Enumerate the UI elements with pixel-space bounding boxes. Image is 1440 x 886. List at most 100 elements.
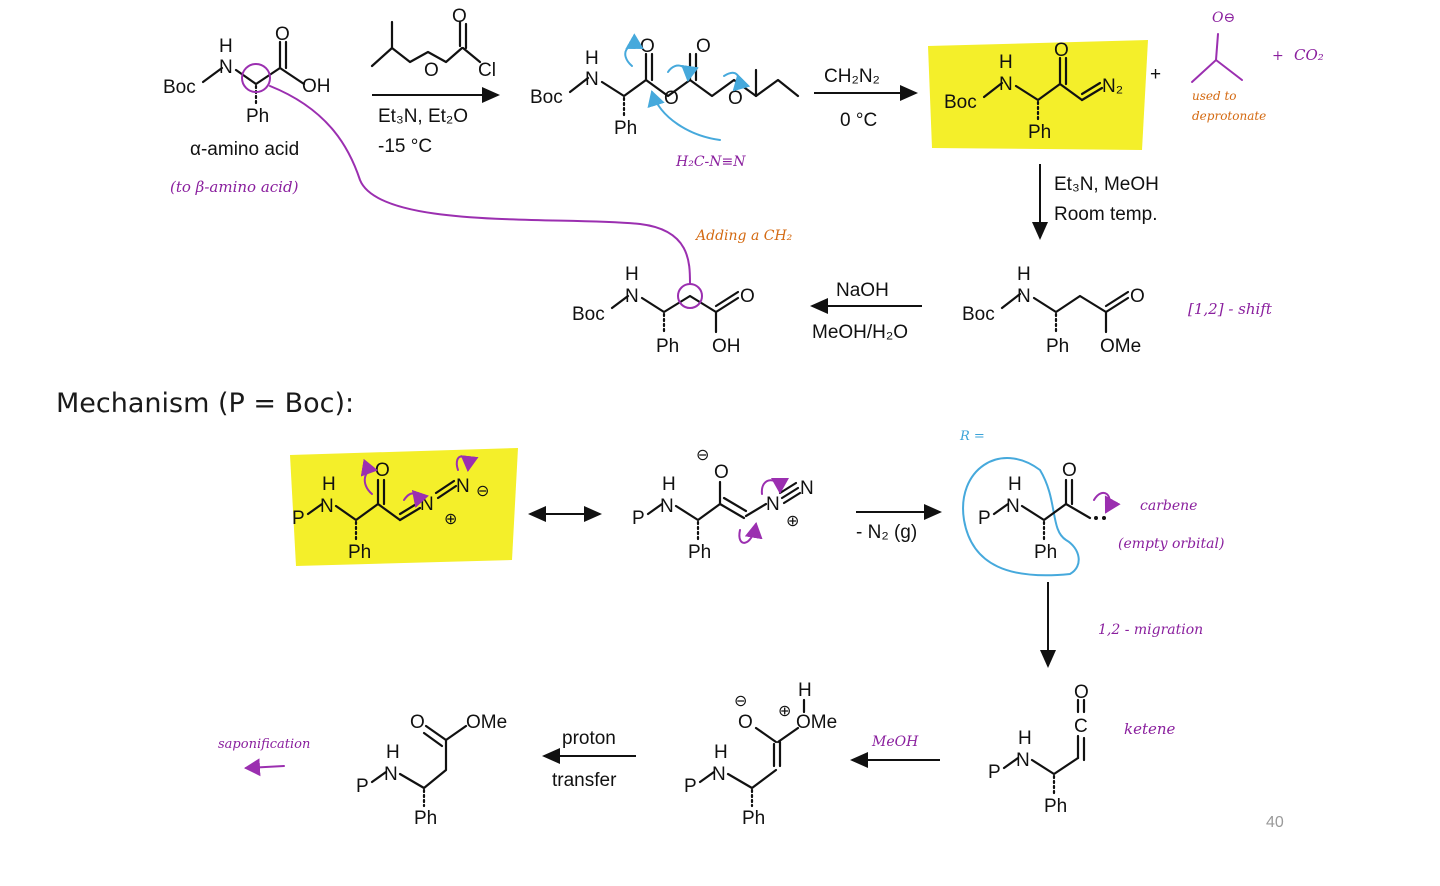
atom-o: O (275, 24, 290, 45)
atom-ph: Ph (1034, 542, 1057, 563)
charge-plus: ⊕ (444, 511, 457, 528)
plus-1: + (1150, 64, 1161, 85)
atom-p: P (356, 776, 369, 797)
molecule-final-ester: P N H O OMe Ph (356, 712, 507, 829)
note-carbene: carbene (1140, 498, 1197, 514)
note-diazomethane: H₂C-N≡N (675, 154, 746, 170)
cond-step1-reagents: Et₃N, Et₂O (378, 106, 468, 127)
atom-cl: Cl (478, 60, 496, 81)
note-empty-orbital: (empty orbital) (1118, 536, 1224, 552)
atom-o: O (1054, 40, 1069, 61)
cond-step4-reagent: NaOH (836, 280, 889, 301)
plus-2: + (1272, 48, 1284, 64)
atom-c: C (1074, 716, 1088, 737)
label-proton: proton (562, 728, 616, 749)
atom-p: P (684, 776, 697, 797)
highlight-diazoketone (928, 40, 1148, 150)
atom-o: O (738, 712, 753, 733)
note-o-minus: O⊖ (1212, 10, 1235, 26)
molecule-isopropoxide (1191, 33, 1243, 83)
note-meoh: MeOH (871, 734, 919, 750)
atom-n: N (712, 764, 726, 785)
atom-n: N (800, 478, 814, 499)
charge-minus: ⊖ (734, 693, 747, 710)
atom-boc: Boc (530, 87, 563, 108)
atom-n: N (766, 494, 780, 515)
charge-minus: ⊖ (696, 447, 709, 464)
atom-o: O (424, 60, 439, 81)
label-amino-acid: α-amino acid (190, 139, 299, 160)
charge-plus: ⊕ (778, 703, 791, 720)
atom-o: O (452, 6, 467, 27)
atom-ph: Ph (1028, 122, 1051, 143)
atom-h: H (1008, 474, 1022, 495)
cond-step3-reagents: Et₃N, MeOH (1054, 174, 1159, 195)
molecule-methyl-ester: Boc N H O OMe Ph (962, 264, 1145, 357)
highlight-mechanism-start (290, 448, 518, 566)
molecule-diazo-resonance-1: P N H O N N ⊖ ⊕ Ph (292, 455, 489, 563)
atom-boc: Boc (962, 304, 995, 325)
charge-plus: ⊕ (786, 513, 799, 530)
atom-o: O (696, 36, 711, 57)
molecule-diazoketone: Boc N H O N₂ Ph (944, 40, 1123, 143)
molecule-ketene: P N H C O Ph (988, 682, 1089, 817)
molecule-beta-amino-acid: Boc N H O OH Ph (572, 264, 755, 357)
molecule-diazo-resonance-2: P N H O ⊖ N N ⊕ Ph (632, 447, 814, 563)
atom-h: H (219, 36, 233, 57)
charge-minus: ⊖ (476, 483, 489, 500)
note-ketene: ketene (1124, 720, 1176, 738)
cond-step2-reagent: CH₂N₂ (824, 66, 880, 87)
atom-boc: Boc (944, 92, 977, 113)
atom-o: O (375, 460, 390, 481)
atom-h: H (322, 474, 336, 495)
atom-o: O (1062, 460, 1077, 481)
atom-o: O (410, 712, 425, 733)
atom-o: O (1074, 682, 1089, 703)
molecule-chloroformate: O O Cl (370, 6, 496, 81)
atom-ome: OMe (1100, 336, 1141, 357)
note-adding-ch2: Adding a CH₂ (694, 228, 793, 244)
atom-ph: Ph (414, 808, 437, 829)
atom-h: H (999, 52, 1013, 73)
atom-n: N (219, 57, 233, 78)
atom-n: N (999, 74, 1013, 95)
molecule-amino-acid: Boc N H O OH Ph (163, 24, 331, 127)
atom-ph: Ph (348, 542, 371, 563)
atom-h: H (662, 474, 676, 495)
atom-h: H (625, 264, 639, 285)
atom-ome: OMe (796, 712, 837, 733)
atom-ph: Ph (246, 106, 269, 127)
atom-n: N (384, 764, 398, 785)
note-saponification: saponification (218, 737, 310, 752)
atom-n: N (1006, 496, 1020, 517)
atom-n: N (625, 286, 639, 307)
atom-o: O (728, 88, 743, 109)
ink-saponification-arrow (244, 758, 285, 777)
atom-ph: Ph (656, 336, 679, 357)
atom-n: N (456, 476, 470, 497)
atom-oh: OH (302, 76, 331, 97)
atom-n: N (585, 69, 599, 90)
cond-step1-temp: -15 °C (378, 136, 432, 157)
note-migration: 1,2 - migration (1098, 622, 1203, 638)
molecule-mixed-anhydride: Boc N H O O O O Ph (530, 33, 800, 141)
page-number: 40 (1266, 814, 1284, 831)
note-r-equals: R = (959, 429, 985, 444)
atom-p: P (292, 508, 305, 529)
atom-o: O (714, 462, 729, 483)
atom-boc: Boc (163, 77, 196, 98)
atom-h: H (1018, 728, 1032, 749)
atom-n: N (1016, 750, 1030, 771)
atom-n: N (320, 496, 334, 517)
atom-ome: OMe (466, 712, 507, 733)
atom-ph: Ph (1044, 796, 1067, 817)
atom-o: O (1130, 286, 1145, 307)
atom-boc: Boc (572, 304, 605, 325)
atom-n: N (420, 494, 434, 515)
atom-p: P (632, 508, 645, 529)
atom-ph: Ph (688, 542, 711, 563)
atom-n: N (660, 496, 674, 517)
atom-h: H (798, 680, 812, 701)
